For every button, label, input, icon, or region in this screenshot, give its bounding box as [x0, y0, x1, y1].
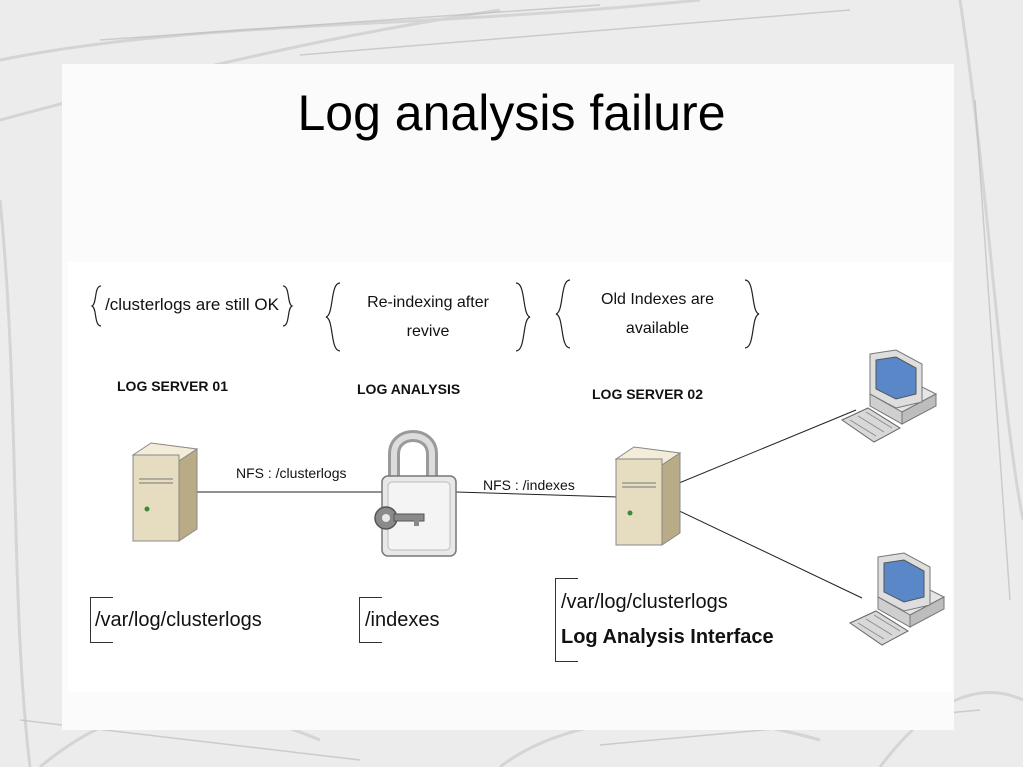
node-label-log-server-02: LOG SERVER 02 [592, 386, 704, 402]
note-reindexing: Re-indexing after revive [342, 288, 514, 346]
note-clusterlogs-ok: /clusterlogs are still OK [105, 295, 279, 314]
link-server02-client2 [649, 496, 863, 599]
node-label-log-analysis: LOG ANALYSIS [357, 381, 461, 397]
connection-lines [195, 409, 863, 599]
note-old-indexes-line2: available [625, 320, 690, 337]
key-icon [374, 506, 425, 530]
path-bracket [90, 597, 113, 643]
path-bracket [555, 578, 578, 662]
link-server02-client1 [649, 409, 857, 496]
desktop-computer-icon [848, 552, 946, 646]
server02-path: /var/log/clusterlogs [561, 591, 728, 613]
slide-title: Log analysis failure [297, 85, 726, 141]
server02-interface: Log Analysis Interface [561, 626, 774, 648]
link-label-nfs-indexes: NFS : /indexes [483, 477, 575, 493]
analysis-path: /indexes [365, 609, 440, 631]
link-label-nfs-clusterlogs: NFS : /clusterlogs [236, 465, 347, 481]
link-analysis-server02 [455, 491, 619, 498]
node-label-log-server-01: LOG SERVER 01 [117, 378, 229, 394]
server-icon [614, 446, 682, 546]
diagram-canvas [68, 262, 952, 692]
note-old-indexes-line1: Old Indexes are [601, 291, 714, 308]
server01-path: /var/log/clusterlogs [95, 609, 262, 631]
padlock-icon [381, 430, 457, 557]
note-reindexing-line1: Re-indexing after [367, 294, 489, 311]
desktop-computer-icon [840, 349, 938, 443]
note-reindexing-line2: revive [406, 323, 450, 340]
note-old-indexes: Old Indexes are available [572, 285, 743, 343]
note-braces [90, 279, 760, 352]
path-bracket [359, 597, 382, 643]
server-icon [131, 442, 199, 542]
